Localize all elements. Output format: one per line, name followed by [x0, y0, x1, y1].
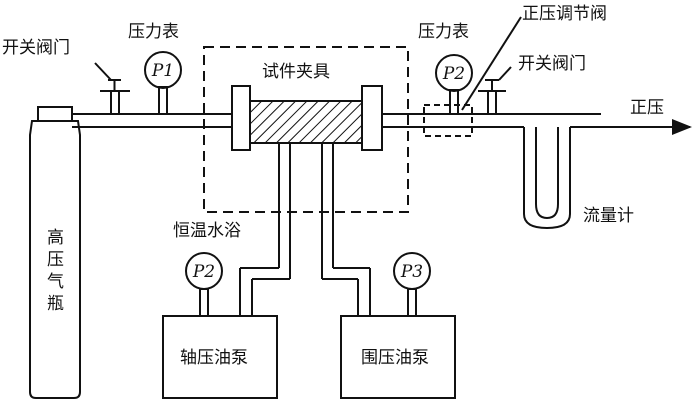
leader-valve-left	[94, 62, 112, 81]
shutoff-valve-right	[478, 79, 506, 115]
label-confining-pump: 围压油泵	[361, 348, 429, 368]
gauge-p2-text: P2	[442, 64, 465, 84]
label-gauge-left: 压力表	[128, 22, 179, 42]
label-axial-pump: 轴压油泵	[180, 348, 248, 368]
gauge-p3-text: P3	[400, 262, 423, 282]
label-flowmeter: 流量计	[583, 206, 634, 226]
gauge-p2-axial-text: P2	[192, 262, 215, 282]
gauge-p1-text: P1	[151, 61, 174, 81]
label-cylinder: 高压气瓶	[43, 228, 63, 316]
confining-pump-box	[340, 315, 456, 399]
leader-regulator	[461, 16, 522, 111]
leader-valve-right	[498, 66, 512, 81]
label-fixture: 试件夹具	[262, 62, 330, 82]
specimen	[249, 100, 363, 144]
hydraulic-lines	[239, 143, 371, 316]
label-gauge-right: 压力表	[418, 22, 469, 42]
axial-pump-box	[162, 315, 278, 399]
shutoff-valve-left	[100, 79, 130, 115]
thermostatic-bath-box	[203, 46, 409, 213]
label-outlet: 正压	[630, 98, 664, 118]
label-regulator-valve: 正压调节阀	[522, 4, 607, 24]
gauge-p2	[435, 54, 473, 115]
regulator-valve-box	[423, 104, 473, 137]
label-valve-left: 开关阀门	[2, 38, 70, 58]
gauge-p1	[144, 51, 182, 115]
label-bath: 恒温水浴	[173, 221, 241, 241]
flowmeter	[523, 127, 571, 230]
label-valve-right: 开关阀门	[518, 54, 586, 74]
